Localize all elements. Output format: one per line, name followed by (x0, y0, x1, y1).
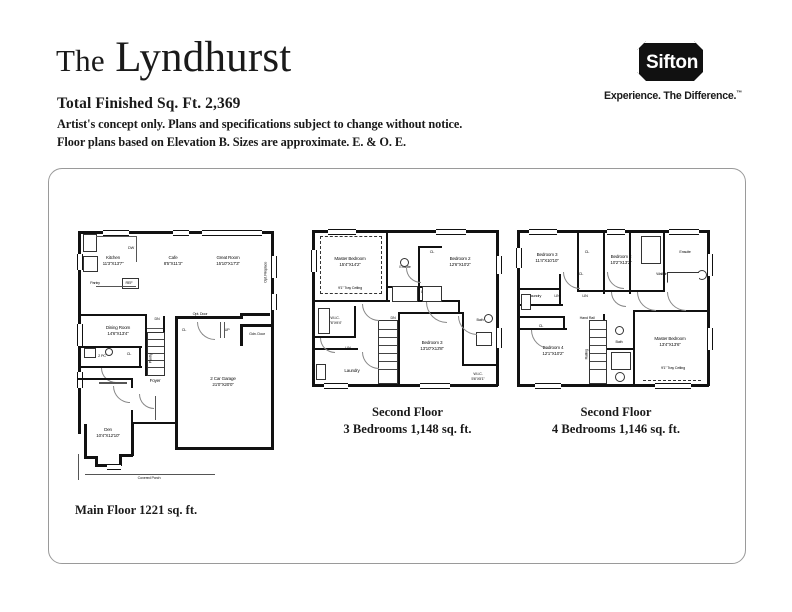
title-model-name: Lyndhurst (115, 34, 292, 81)
title-article: The (56, 43, 105, 78)
page-title: The Lyndhurst (56, 36, 291, 79)
label-ensuite-4br: Ensuite (679, 250, 691, 254)
room-label-wic-3br: W.I.C.7'6"X9'4" (328, 316, 342, 325)
label-down-stairs: DN (154, 317, 160, 321)
label-tray-ceiling-3br: 9'1" Tray Ceiling (338, 286, 362, 290)
label-pantry-2: Pantry (148, 353, 153, 364)
label-closet-b: CL (126, 352, 132, 356)
second-floor-3br-caption: Second Floor 3 Bedrooms 1,148 sq. ft. (343, 405, 472, 436)
label-bath-4br: Bath (615, 340, 623, 344)
room-label-wic2-3br: W.I.C.5'6"X5'1" (471, 372, 485, 381)
sifton-logo-badge: Sifton (637, 41, 703, 81)
label-dishwasher: DW (128, 246, 134, 250)
document-header: The Lyndhurst Total Finished Sq. Ft. 2,3… (0, 0, 792, 160)
label-optional-fireplace: Opt. Fireplace (263, 261, 268, 283)
second-floor-4br-caption: Second Floor 4 Bedrooms 1,146 sq. ft. (551, 405, 681, 436)
main-floor-caption: Main Floor 1221 sq. ft. (75, 503, 198, 517)
label-closet-a-3br: CL (429, 250, 435, 254)
label-optional-door: Opt. Door (192, 312, 208, 316)
trademark-symbol: ™ (736, 90, 742, 97)
label-bath-3br: Bath (476, 318, 484, 322)
disclaimer-line-2: Floor plans based on Elevation B. Sizes … (57, 135, 406, 149)
label-linen-a-4br: LIN (554, 294, 560, 298)
label-laundry-4br: Laundry (528, 294, 542, 298)
label-closet-a-4br: CL (584, 250, 590, 254)
label-linen-3br: LIN (345, 346, 351, 350)
label-closet-c-4br: CL (538, 324, 544, 328)
label-pantry: Pantry (90, 281, 100, 285)
label-hand-rail-4br: Hand Rail (579, 316, 595, 320)
sifton-logo-text: Sifton (645, 52, 699, 73)
label-up-stairs: UP (224, 328, 230, 332)
label-closet-a: CL (181, 328, 187, 332)
label-linen-b-4br: LIN (582, 294, 588, 298)
label-closet-b-4br: CL (578, 272, 584, 276)
tagline-text: Experience. The Difference. (604, 90, 737, 102)
label-two-piece-bath: 2 PC (98, 354, 106, 358)
label-laundry-3br: Laundry (344, 368, 360, 373)
total-square-footage: Total Finished Sq. Ft. 2,369 (57, 95, 241, 112)
label-garden-door: Gdn. Door (249, 332, 265, 336)
label-refrigerator: REF (125, 281, 133, 285)
label-down-stairs-3br: DN (390, 316, 396, 320)
label-covered-porch: Covered Porch (137, 476, 161, 480)
label-ensuite-3br: Ensuite (399, 265, 411, 269)
label-foyer: Foyer (149, 378, 161, 383)
disclaimer-line-1: Artist's concept only. Plans and specifi… (57, 117, 463, 131)
sifton-tagline: Experience. The Difference.™ (598, 90, 748, 102)
label-tray-ceiling-4br: 9'1" Tray Ceiling (661, 366, 685, 370)
